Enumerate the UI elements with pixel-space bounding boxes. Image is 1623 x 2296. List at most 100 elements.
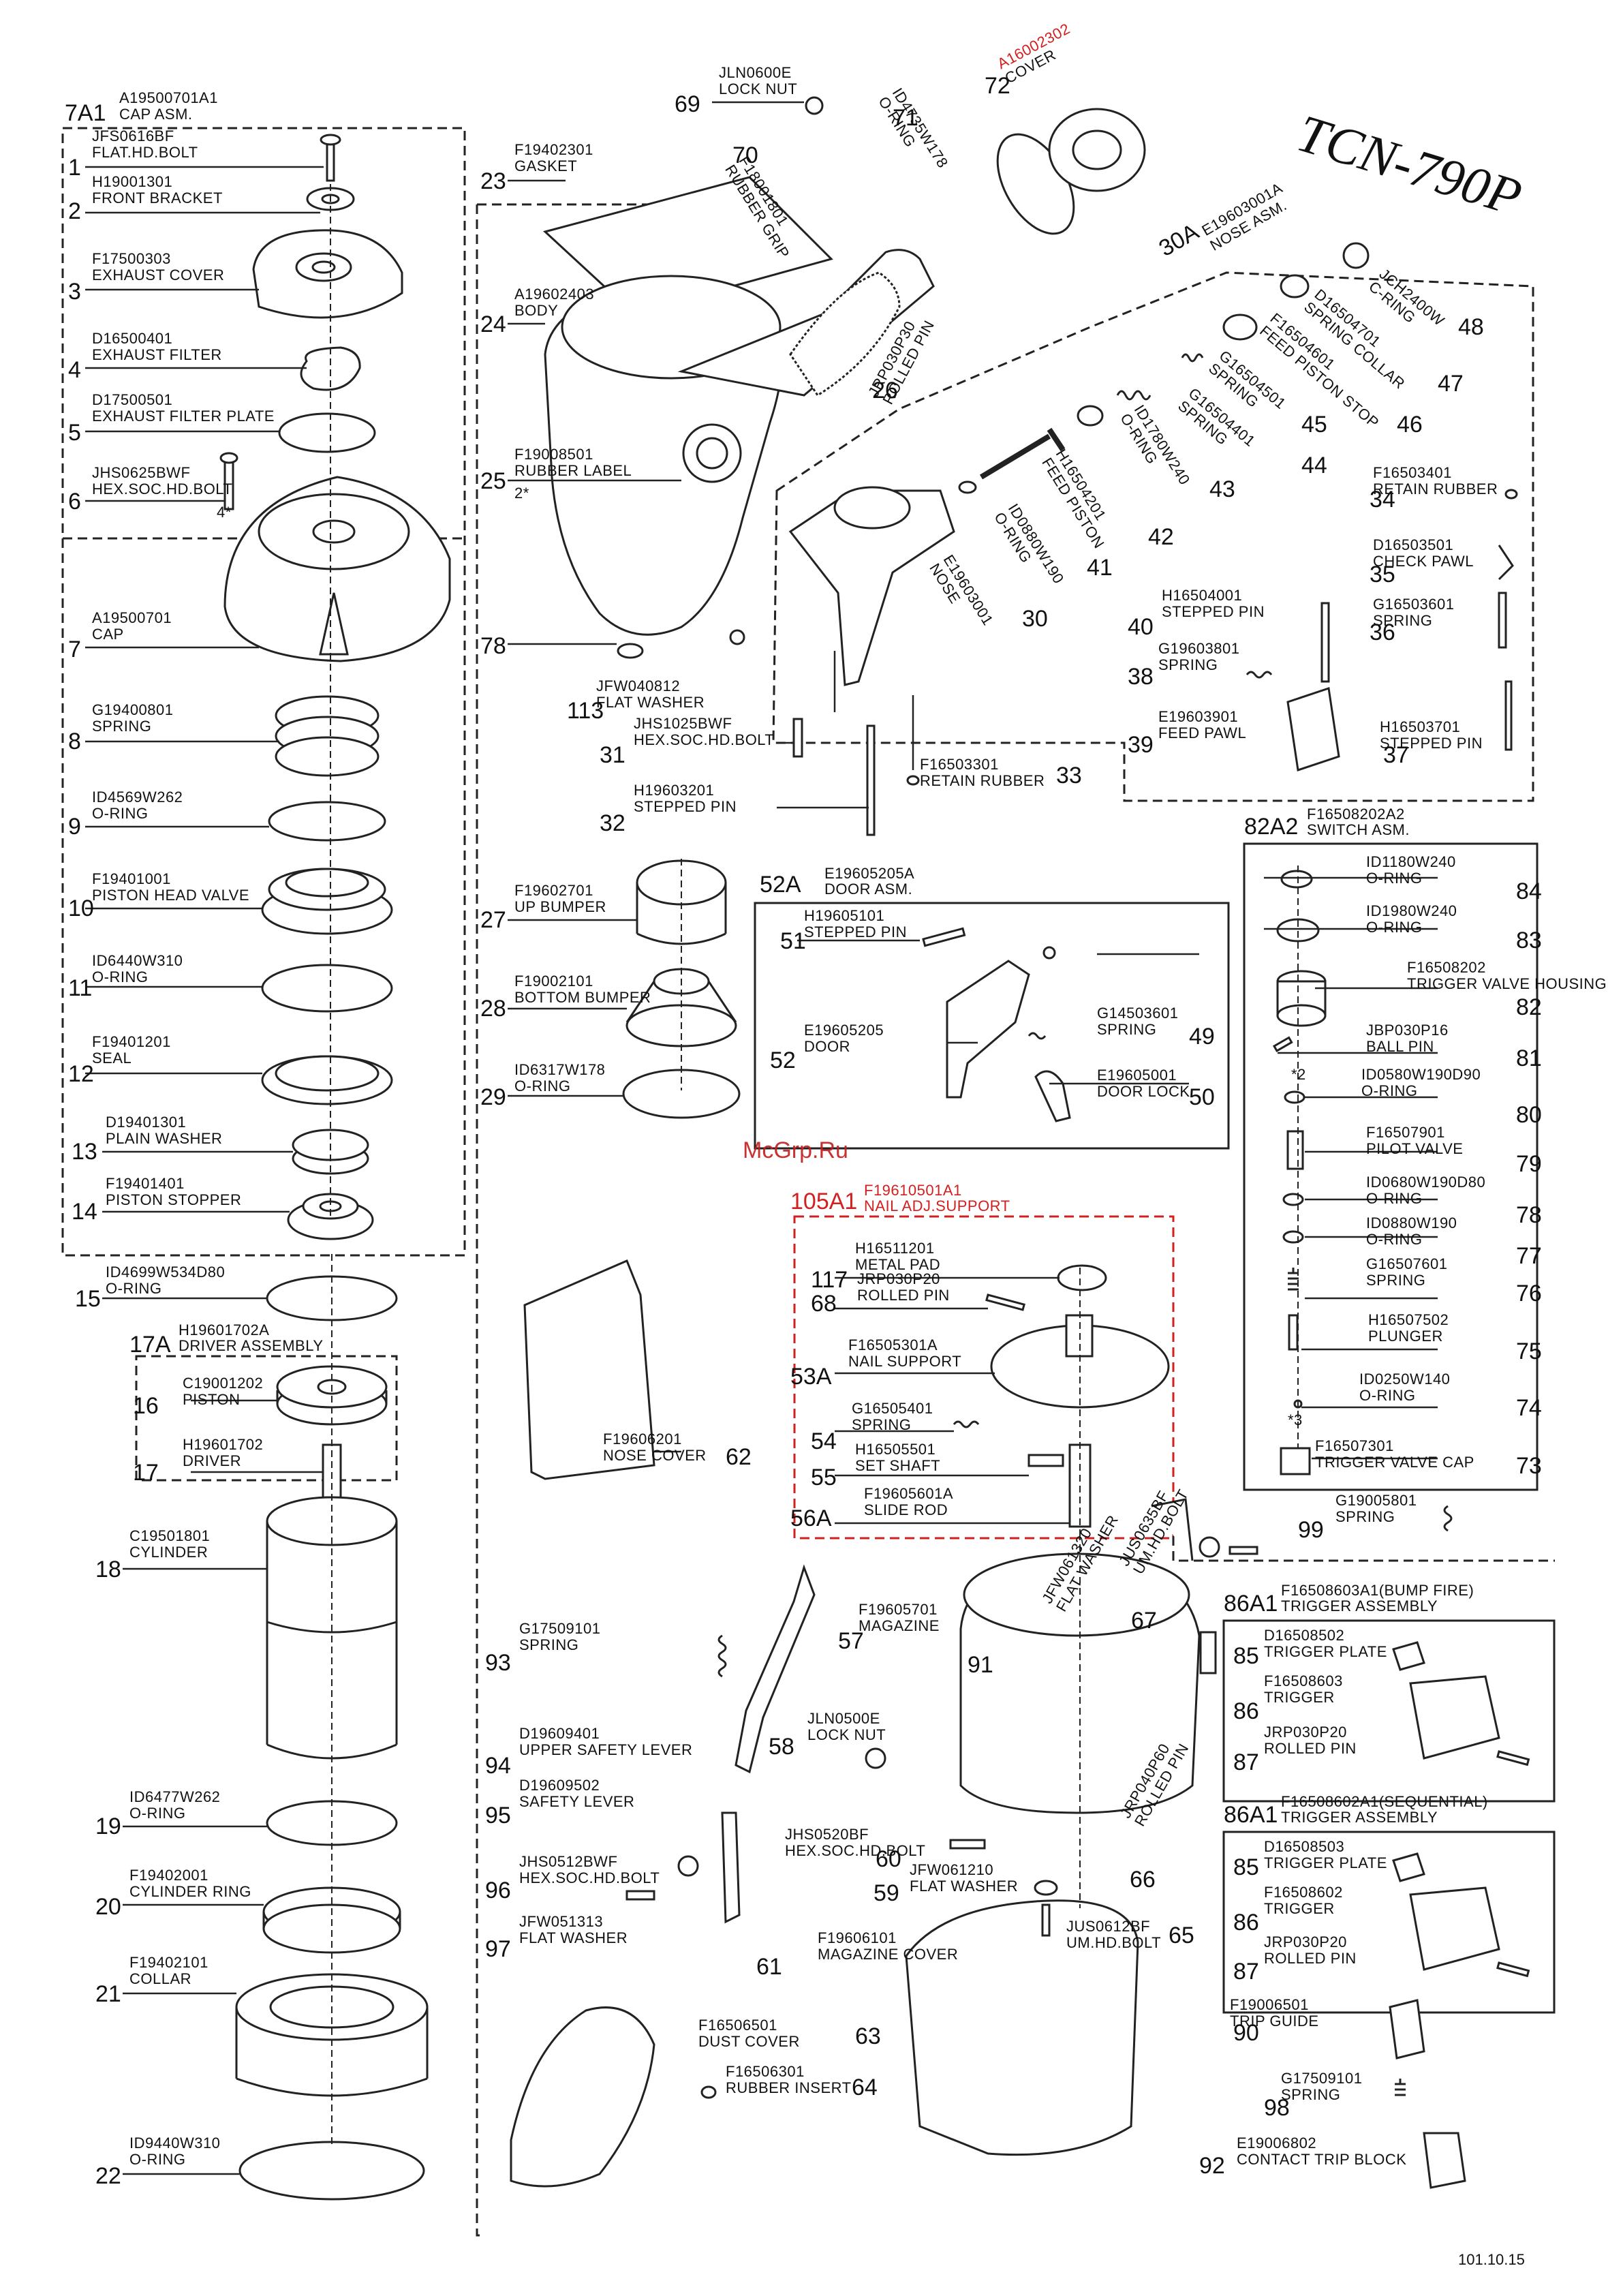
part-number: 70 [732,142,758,168]
part-name: NAIL SUPPORT [848,1353,962,1370]
part-number: 87 [1233,1959,1259,1985]
switch-assembly-box [1243,842,1539,1491]
part-number: 19 [95,1813,121,1839]
part-number: 17 [133,1460,159,1486]
door-icon [946,960,1030,1099]
part-name: STEPPED PIN [804,923,907,940]
retain-rubber-34-icon [1504,489,1518,500]
part-code: ID6317W178 [514,1061,606,1078]
part-number: 53A [790,1364,832,1390]
part-name: RUBBER LABEL [514,462,632,479]
flat-washer-91-icon [1199,1536,1220,1558]
assembly-name: CAP ASM. [119,106,193,123]
part-name: UP BUMPER [514,898,606,915]
part-number: 85 [1233,1643,1259,1669]
spring-8-icon [275,695,380,777]
part-name: O-RING [92,805,149,822]
part-name: TRIP GUIDE [1230,2012,1319,2030]
stepped-pin-32-icon [866,724,876,836]
part-name: NOSE COVER [603,1447,707,1464]
part-name: STEPPED PIN [1380,735,1483,752]
cap-icon [223,476,451,662]
assembly-id: 105A1 [790,1189,858,1214]
part-name: UPPER SAFETY LEVER [519,1741,693,1758]
part-number: 14 [72,1199,97,1225]
part-number: 99 [1298,1517,1324,1543]
part-name: BODY [514,302,559,319]
o-ring-80-icon [1284,1090,1305,1104]
dust-cover-icon [510,2006,655,2188]
part-name: O-RING [1366,1190,1423,1207]
spring-36-icon [1498,592,1507,649]
part-name: HEX.SOC.HD.BOLT [519,1869,660,1886]
exhaust-filter-plate-icon [278,412,376,453]
spring-45-icon [1181,353,1204,363]
part-name: SPRING [1366,1272,1426,1289]
part-name: SLIDE ROD [864,1501,948,1518]
assembly-code: F16508602A1(SEQUENTIAL) [1281,1793,1488,1810]
part-code: ID6477W262 [129,1788,221,1805]
part-number: 76 [1516,1281,1542,1306]
flat-washer-97-icon [677,1855,699,1877]
part-name: DUST COVER [698,2033,800,2050]
assembly-code: F16508202A2 [1307,806,1405,823]
part-name: CYLINDER [129,1544,208,1561]
part-number: 55 [811,1465,837,1490]
assembly-id: 82A2 [1244,814,1299,840]
part-number: 13 [72,1139,97,1165]
watermark: McGrp.Ru [743,1137,848,1163]
assembly-name: DRIVER ASSEMBLY [179,1337,324,1354]
assembly-name: TRIGGER ASSEMBLY [1281,1809,1438,1826]
assembly-id: 52A [760,872,801,898]
part-number: 65 [1169,1923,1194,1948]
part-number: 90 [1233,2020,1259,2046]
part-code: C19501801 [129,1527,211,1544]
part-number: 28 [480,996,506,1022]
part-name: O-RING [106,1280,162,1297]
rolled-pin-68-icon [985,1294,1025,1311]
magazine-cover-icon [905,1899,1139,2156]
trigger-86b-icon [1409,1886,1500,1971]
nose-icon [788,486,955,686]
part-code: ID0580W190D90 [1361,1066,1481,1083]
part-name: GASKET [514,157,578,174]
rubber-insert-icon [700,2085,717,2099]
part-code: H16503701 [1380,718,1461,735]
part-number: 48 [1458,314,1484,340]
part-number: 54 [811,1428,837,1454]
part-code: H19001301 [92,173,173,190]
part-number: 31 [600,742,625,768]
part-code: G16505401 [852,1400,933,1417]
stepped-pin-40-icon [1320,602,1330,683]
assembly-id: 17A [129,1332,171,1358]
part-number: 39 [1128,732,1154,758]
part-number: 78 [480,633,506,659]
part-number: 36 [1370,619,1395,645]
part-number: 81 [1516,1045,1542,1071]
spring-49-icon [1027,1032,1047,1040]
spring-98-icon [1395,2079,1406,2096]
cover-72-icon [1048,108,1146,192]
part-code: D19609401 [519,1725,600,1742]
part-number: 50 [1189,1084,1215,1110]
o-ring-77-icon [1282,1230,1304,1244]
